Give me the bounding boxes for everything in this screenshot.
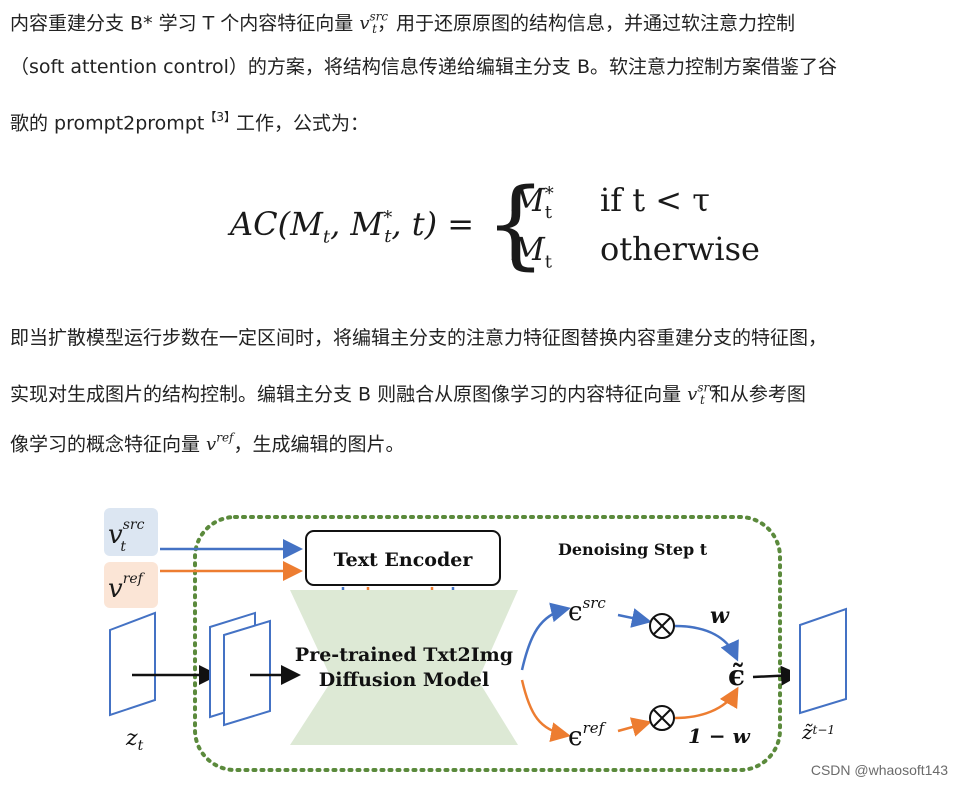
math-v-ref: vref <box>206 431 234 456</box>
paragraph-2-line-1: 即当扩散模型运行步数在一定区间时，将编辑主分支的注意力特征图替换内容重建分支的特… <box>10 327 828 349</box>
weight-1-minus-w-label: 1 − w <box>688 724 751 748</box>
src-to-combined-arrow <box>674 624 739 662</box>
ref-to-combined-arrow <box>674 686 739 720</box>
diffusion-model-label-2: Diffusion Model <box>319 669 489 691</box>
paragraph-1-line-2: （soft attention control）的方案，将结构信息传递给编辑主分… <box>10 56 838 78</box>
combined-to-output-arrow <box>752 665 790 686</box>
diffusion-model-shape <box>290 590 518 745</box>
text-encoder-box <box>305 530 501 586</box>
branch-ref-arrow <box>520 679 571 742</box>
z-t-label: zt <box>125 726 144 754</box>
paragraph-2: 即当扩散模型运行步数在一定区间时，将编辑主分支的注意力特征图替换内容重建分支的特… <box>10 313 955 463</box>
multiply-src-icon <box>649 613 675 639</box>
v-src-box <box>104 508 158 556</box>
formula-case-1: M*t <box>512 181 554 224</box>
paragraph-2-line-3: 像学习的概念特征向量 vref，生成编辑的图片。 <box>10 431 405 456</box>
paragraph-1-line-1: 内容重建分支 B* 学习 T 个内容特征向量 vsrct，用于还原原图的结构信息… <box>10 0 955 42</box>
math-v-src-t: vsrct <box>687 381 716 407</box>
paragraph-1: 内容重建分支 B* 学习 T 个内容特征向量 vsrct，用于还原原图的结构信息… <box>10 0 955 142</box>
text-segment: 内容重建分支 B* 学习 T 个内容特征向量 <box>10 12 360 35</box>
eps-ref-to-mult <box>617 717 652 737</box>
formula-case-2: Mt <box>512 230 552 273</box>
branch-src-arrow <box>520 602 571 671</box>
formula-condition-1: if t < τ <box>600 181 710 219</box>
weight-w-label: w <box>710 603 730 629</box>
latent-stack-front <box>223 619 271 727</box>
citation-link[interactable]: 【3】 <box>204 110 236 124</box>
latent-output: z̃t−1 <box>799 607 847 744</box>
text-encoder-label: Text Encoder <box>334 549 474 571</box>
eps-tilde-label: ϵ̃ <box>728 659 745 692</box>
denoising-step-boundary <box>193 515 782 772</box>
paragraph-2-line-2: 实现对生成图片的结构控制。编辑主分支 B 则融合从原图像学习的内容特征向量 vs… <box>10 381 806 407</box>
math-v-src-t: vsrct <box>359 10 389 36</box>
text-segment: ，用于还原原图的结构信息，并通过软注意力控制 <box>376 12 795 35</box>
multiply-ref-icon <box>649 705 675 731</box>
denoising-step-label: Denoising Step t <box>558 540 708 559</box>
z-prev-label: z̃t−1 <box>801 720 835 744</box>
eps-src-label: ϵsrc <box>568 594 606 627</box>
eps-src-to-mult <box>617 608 652 628</box>
watermark: CSDN @whaosoft143 <box>810 762 948 778</box>
diffusion-model-label-1: Pre-trained Txt2Img <box>295 644 513 666</box>
formula-lhs: AC(Mt, M*t, t) = <box>230 205 475 248</box>
attention-control-formula: AC(Mt, M*t, t) = { M*t if t < τ Mt other… <box>230 169 760 285</box>
formula-brace: { <box>485 168 547 280</box>
v-ref-box <box>104 562 158 608</box>
eps-ref-label: ϵref <box>568 719 607 752</box>
formula-condition-2: otherwise <box>600 230 760 268</box>
v-ref-label: vref <box>108 571 146 604</box>
paragraph-1-line-3: 歌的 prompt2prompt【3】工作，公式为： <box>10 110 369 135</box>
latent-z-t <box>109 611 156 717</box>
